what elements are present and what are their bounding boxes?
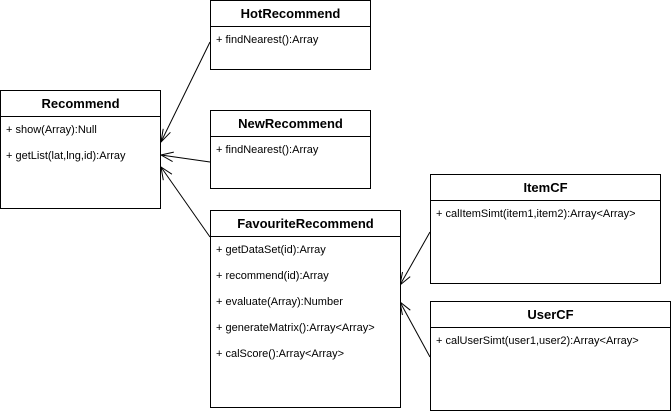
- class-usercf-name: UserCF: [431, 302, 670, 328]
- method-findnearest: + findNearest():Array: [216, 34, 319, 46]
- method-generatematrix: + generateMatrix():Array<Array>: [216, 322, 375, 334]
- method-findnearest: + findNearest():Array: [216, 144, 319, 156]
- method-calitemsimt: + calItemSimt(item1,item2):Array<Array>: [436, 208, 636, 220]
- method-getdataset: + getDataSet(id):Array: [216, 244, 326, 256]
- class-itemcf: ItemCF + calItemSimt(item1,item2):Array<…: [430, 174, 661, 284]
- edge-favourite-to-recommend: [160, 165, 211, 238]
- class-itemcf-name: ItemCF: [431, 175, 660, 201]
- class-hotrecommend: HotRecommend + findNearest():Array: [210, 0, 371, 70]
- edge-new-to-recommend: [159, 151, 211, 163]
- class-newrecommend: NewRecommend + findNearest():Array: [210, 110, 371, 189]
- method-getlist: + getList(lat,lng,id):Array: [6, 150, 126, 162]
- class-newrecommend-name: NewRecommend: [211, 111, 370, 137]
- class-recommend-name: Recommend: [1, 91, 160, 117]
- edge-itemcf-to-favourite: [399, 231, 431, 287]
- method-recommend: + recommend(id):Array: [216, 270, 329, 282]
- class-hotrecommend-name: HotRecommend: [211, 1, 370, 27]
- edge-usercf-to-favourite: [399, 300, 431, 358]
- class-recommend: Recommend + show(Array):Null + getList(l…: [0, 90, 161, 209]
- edge-hot-to-recommend: [160, 41, 211, 144]
- method-show: + show(Array):Null: [6, 124, 97, 136]
- class-favouriterecommend-name: FavouriteRecommend: [211, 211, 400, 237]
- class-usercf: UserCF + calUserSimt(user1,user2):Array<…: [430, 301, 671, 411]
- method-calscore: + calScore():Array<Array>: [216, 348, 345, 360]
- method-calusersimt: + calUserSimt(user1,user2):Array<Array>: [436, 335, 639, 347]
- class-favouriterecommend: FavouriteRecommend + getDataSet(id):Arra…: [210, 210, 401, 408]
- method-evaluate: + evaluate(Array):Number: [216, 296, 343, 308]
